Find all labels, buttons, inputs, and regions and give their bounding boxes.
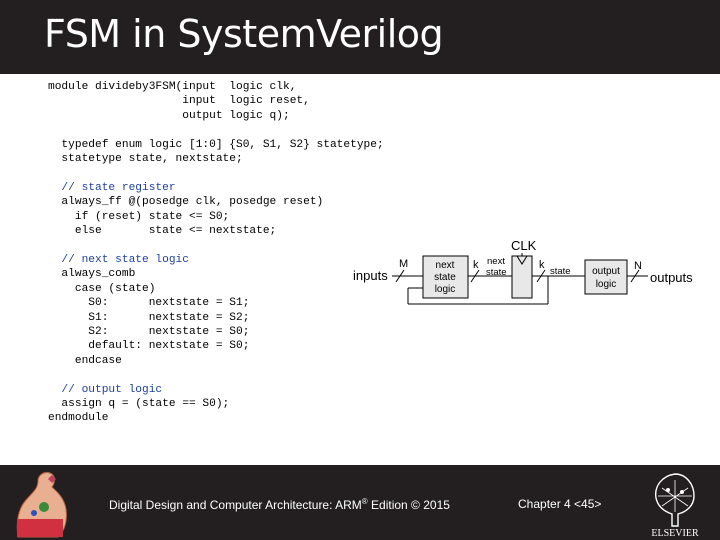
inputs-label: inputs: [353, 268, 388, 283]
code-line: statetype state, nextstate;: [48, 153, 243, 166]
code-line: else state <= nextstate;: [48, 225, 277, 238]
fsm-diagram: CLK inputs M next state logic k next sta…: [353, 238, 693, 305]
code-line: assign q = (state == S0);: [48, 397, 230, 410]
code-line: S2: nextstate = S0;: [48, 325, 250, 338]
slide-title: FSM in SystemVerilog: [44, 12, 444, 56]
clock-triangle: [516, 255, 528, 265]
state-label: state: [550, 266, 571, 277]
next-state-logic-line-1: next: [436, 260, 455, 271]
code-line: output logic q);: [48, 109, 290, 122]
book-edition: Edition © 2015: [367, 498, 450, 512]
title-bar: FSM in SystemVerilog: [0, 0, 720, 74]
code-line: case (state): [48, 282, 156, 295]
book-title: Digital Design and Computer Architecture…: [109, 498, 362, 512]
code-line: module divideby3FSM(input logic clk,: [48, 81, 297, 93]
trademark: ®: [361, 497, 368, 506]
code-line: always_ff @(posedge clk, posedge reset): [48, 196, 324, 209]
output-logic-line-2: logic: [596, 279, 617, 290]
code-listing: module divideby3FSM(input logic clk, inp…: [48, 80, 384, 426]
code-line: endmodule: [48, 412, 109, 425]
code-line: input logic reset,: [48, 95, 310, 108]
code-line: S1: nextstate = S2;: [48, 311, 250, 324]
elsevier-logo-text: ELSEVIER: [651, 528, 699, 539]
n-label: N: [634, 260, 642, 272]
next-state-label-line-2: state: [486, 267, 507, 278]
output-logic-line-1: output: [592, 266, 620, 277]
k-bus-slash-1: [470, 269, 480, 283]
m-bus-slash: [395, 269, 405, 283]
next-state-logic-block: [422, 255, 469, 299]
code-line: typedef enum logic [1:0] {S0, S1, S2} st…: [48, 138, 384, 151]
flexed-arm-icon: [16, 472, 67, 538]
next-state-label-line-1: next: [487, 256, 505, 267]
code-comment-line: // output logic: [48, 383, 163, 396]
n-bus-slash: [630, 269, 640, 283]
code-comment-line: // next state logic: [48, 253, 189, 266]
state-register-block: [511, 255, 533, 299]
outputs-label: outputs: [650, 270, 693, 285]
next-state-logic-line-2: state: [434, 272, 456, 283]
code-line: S0: nextstate = S1;: [48, 297, 250, 310]
code-line: if (reset) state <= S0;: [48, 210, 230, 223]
k-label-2: k: [539, 259, 545, 271]
clk-label: CLK: [511, 238, 537, 253]
footer-bar: [0, 465, 720, 540]
m-label: M: [399, 258, 408, 270]
k-label-1: k: [473, 259, 479, 271]
elsevier-logo: ELSEVIER: [651, 473, 699, 539]
code-comment-line: // state register: [48, 181, 176, 194]
next-state-logic-line-3: logic: [435, 284, 456, 295]
code-line: default: nextstate = S0;: [48, 340, 250, 353]
code-line: endcase: [48, 354, 122, 367]
k-bus-slash-2: [536, 269, 546, 283]
output-logic-block: [584, 259, 628, 295]
code-line: always_comb: [48, 268, 136, 281]
footer-book-title: Digital Design and Computer Architecture…: [109, 497, 450, 512]
footer-chapter: Chapter 4 <45>: [518, 497, 602, 511]
